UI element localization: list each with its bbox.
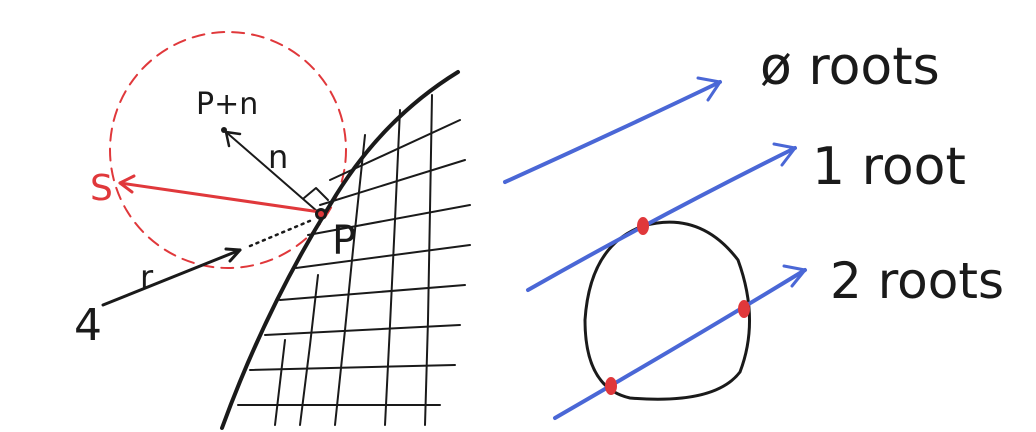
ray-zero-roots — [503, 80, 722, 184]
label-zero-roots: ø roots — [760, 37, 940, 97]
ray-two-roots-head — [782, 264, 807, 288]
normal-arrow-line — [225, 131, 319, 213]
ray-one-root-head — [772, 142, 797, 167]
ray-one-root — [526, 146, 797, 292]
ray-zero-roots-head — [696, 76, 722, 102]
intersection-tangent-point — [637, 217, 649, 235]
ray-circle-roots-diagram: ø roots 1 root 2 roots — [503, 37, 1004, 420]
ray-two-roots — [553, 268, 807, 420]
point-p-red — [318, 211, 324, 217]
incoming-ray-head — [224, 247, 242, 263]
point-p-plus-n — [221, 127, 227, 133]
label-eye: 4 — [74, 300, 102, 351]
label-r: r — [140, 258, 154, 296]
incoming-ray-dotted — [248, 218, 314, 248]
ray-surface-diagram: P+n n S P r 4 — [74, 31, 471, 430]
normal-arrow-head — [224, 130, 242, 148]
incoming-ray-r — [101, 248, 242, 307]
label-one-root: 1 root — [812, 137, 966, 197]
surface-hatching — [237, 94, 471, 426]
label-n: n — [268, 138, 288, 176]
sphere-outline — [583, 220, 752, 401]
reflection-arrow-head — [118, 174, 136, 194]
reflection-ray-to-s — [118, 181, 322, 214]
label-p-plus-n: P+n — [196, 87, 258, 122]
intersection-entry-point — [605, 377, 617, 395]
label-p: P — [332, 218, 356, 264]
label-s: S — [90, 168, 113, 209]
surface-curve — [220, 70, 460, 430]
unit-sphere-dashed — [109, 31, 347, 269]
right-angle-marker — [303, 187, 329, 201]
intersection-exit-point — [738, 300, 750, 318]
label-two-roots: 2 roots — [830, 252, 1004, 310]
